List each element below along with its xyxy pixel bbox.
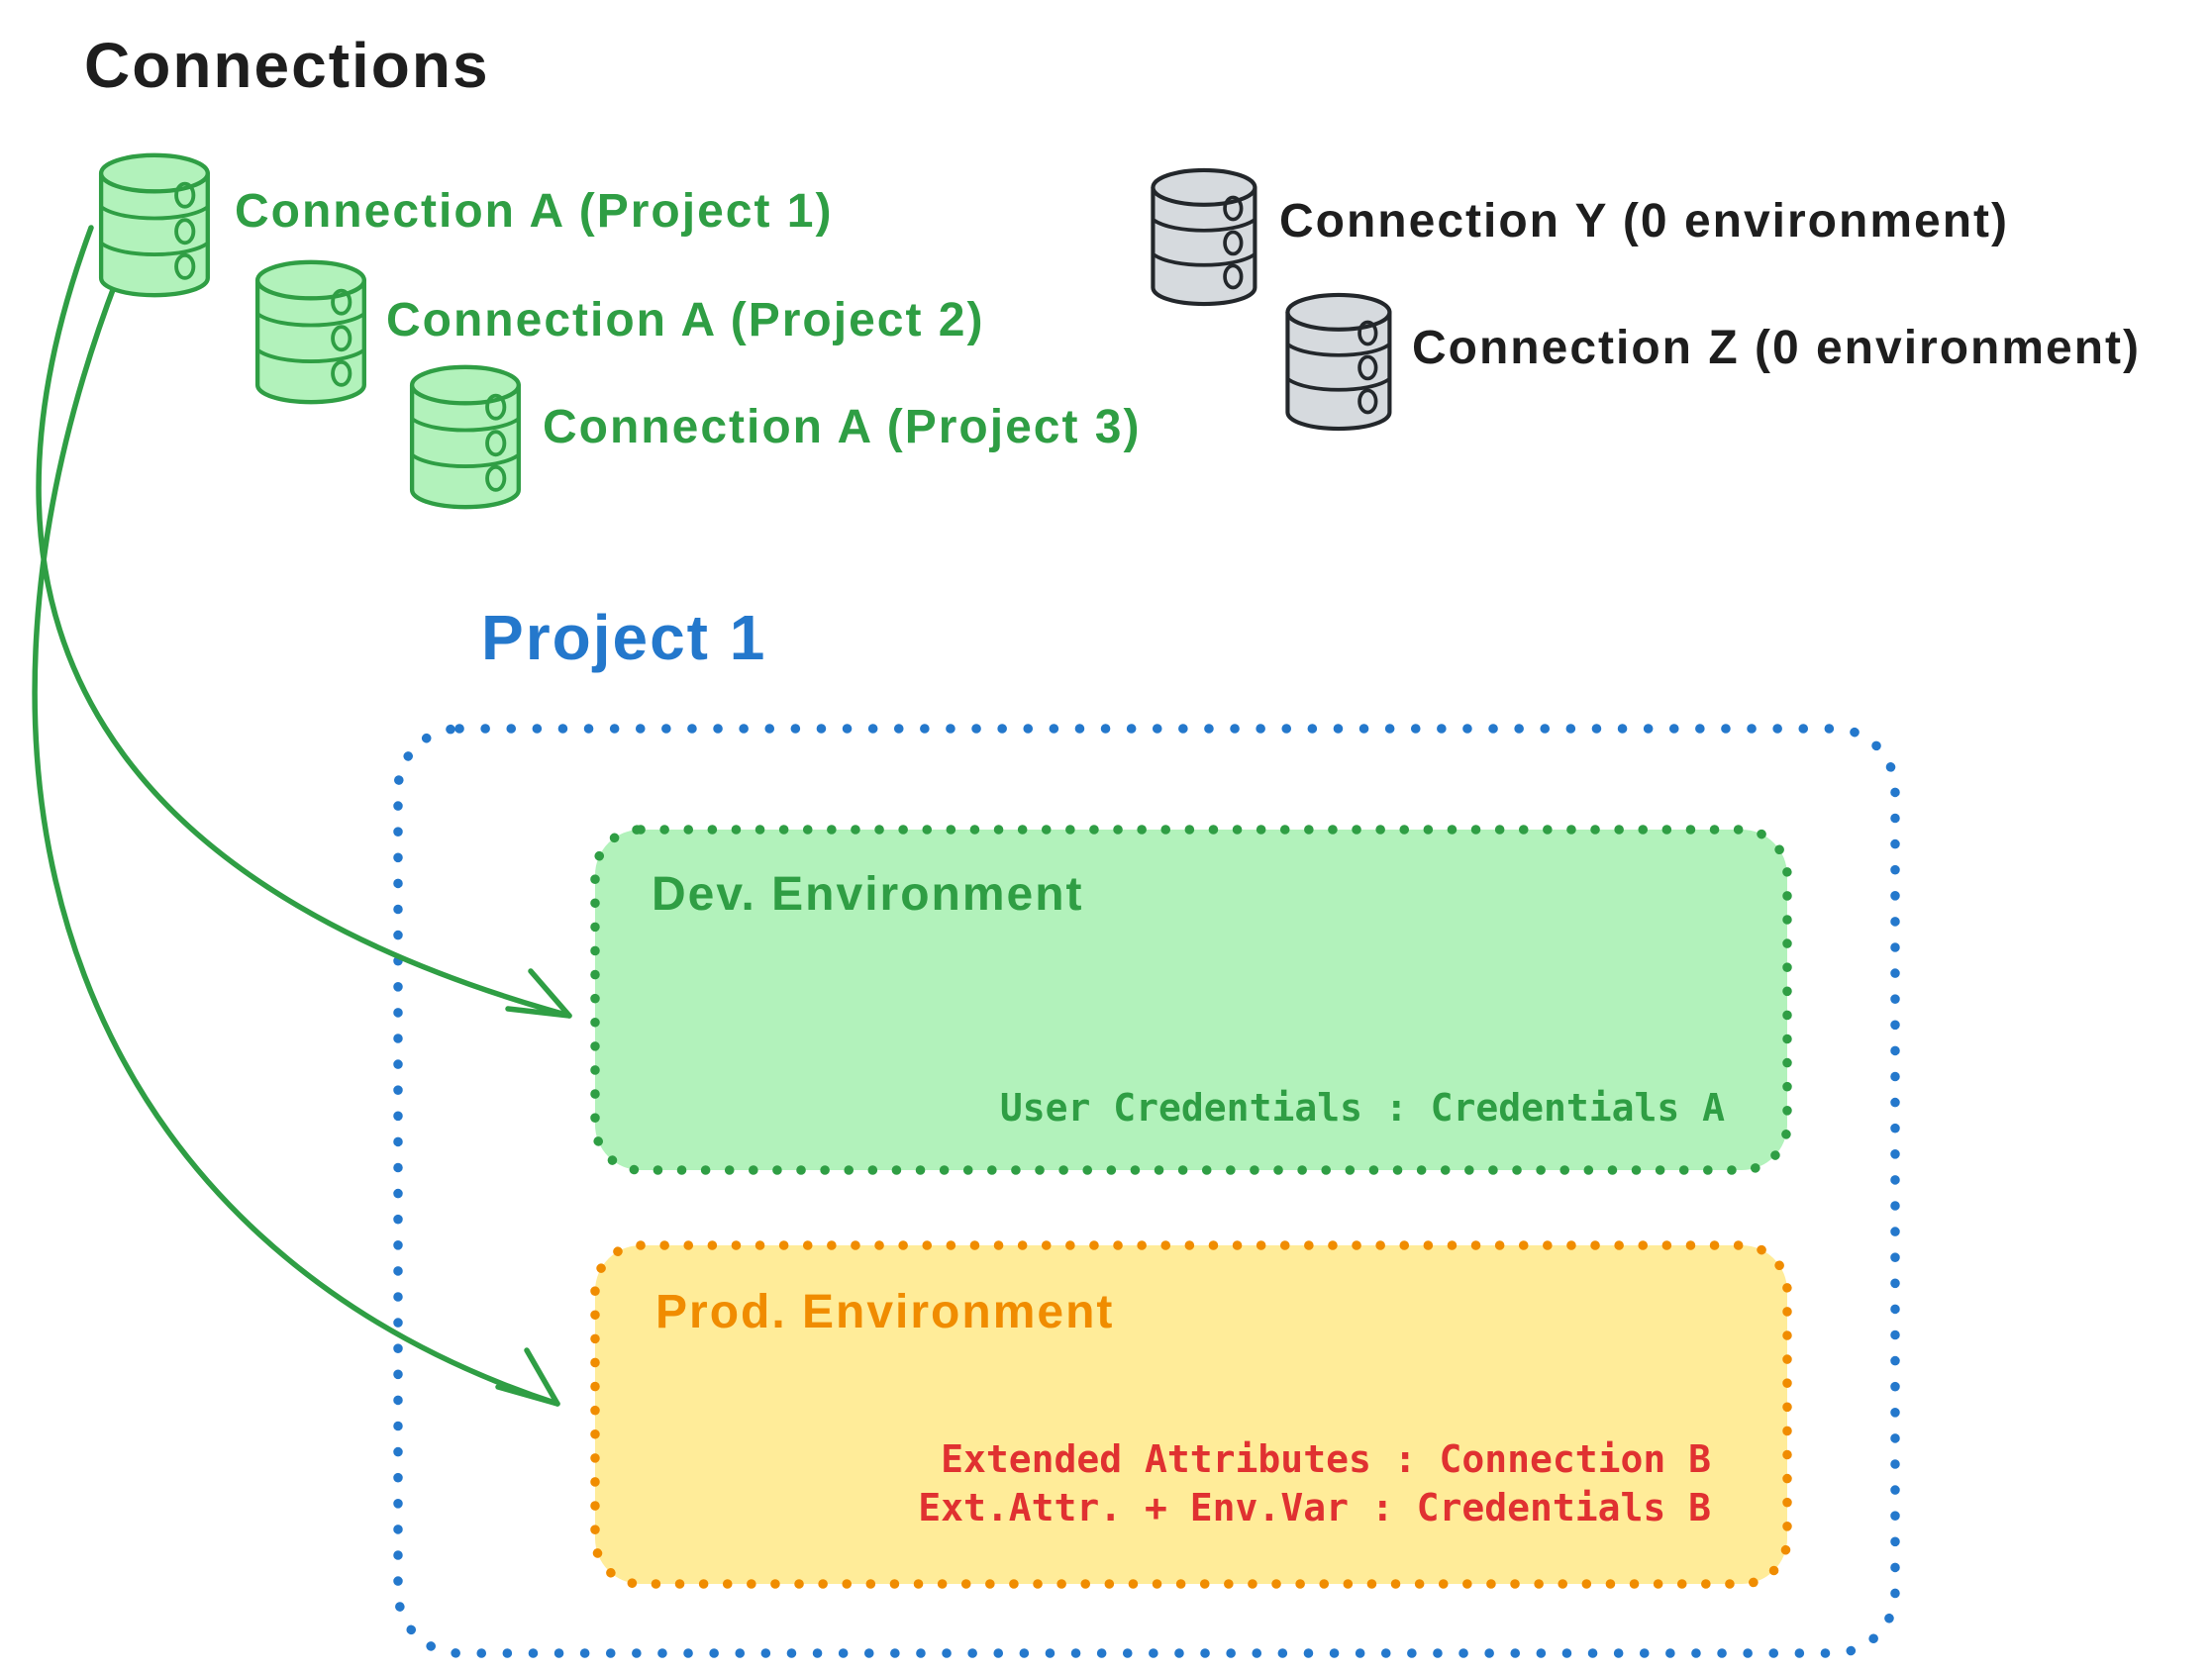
label-connection-a-project-2: Connection A (Project 2) — [386, 294, 985, 346]
arrow-connection-a-to-prod — [32, 276, 560, 1407]
prod-credentials-line-2: Ext.Attr. + Env.Var : Credentials B — [918, 1486, 1711, 1529]
dev-environment-box — [590, 825, 1792, 1175]
dev-credentials-line: User Credentials : Credentials A — [999, 1086, 1725, 1130]
database-icon-connection-a-project-1 — [101, 154, 208, 296]
label-connection-a-project-1: Connection A (Project 1) — [235, 185, 834, 238]
prod-environment-label: Prod. Environment — [655, 1286, 1115, 1338]
database-icon-connection-z — [1287, 294, 1390, 430]
database-icon-connection-a-project-3 — [412, 366, 519, 508]
label-connection-y: Connection Y (0 environment) — [1279, 195, 2009, 247]
label-connection-z: Connection Z (0 environment) — [1412, 322, 2142, 374]
database-icon-connection-a-project-2 — [257, 261, 364, 403]
prod-credentials-line-1: Extended Attributes : Connection B — [941, 1437, 1711, 1481]
database-icon-connection-y — [1153, 169, 1256, 305]
arrow-connection-a-to-dev — [36, 225, 572, 1019]
project-1-title: Project 1 — [481, 602, 767, 673]
prod-credentials-lines: Extended Attributes : Connection B Ext.A… — [918, 1435, 1711, 1532]
project-1-boundary — [393, 724, 1900, 1658]
label-connection-a-project-3: Connection A (Project 3) — [543, 401, 1142, 453]
prod-environment-box — [590, 1240, 1792, 1589]
dev-environment-label: Dev. Environment — [652, 868, 1084, 921]
diagram-title: Connections — [84, 30, 490, 101]
